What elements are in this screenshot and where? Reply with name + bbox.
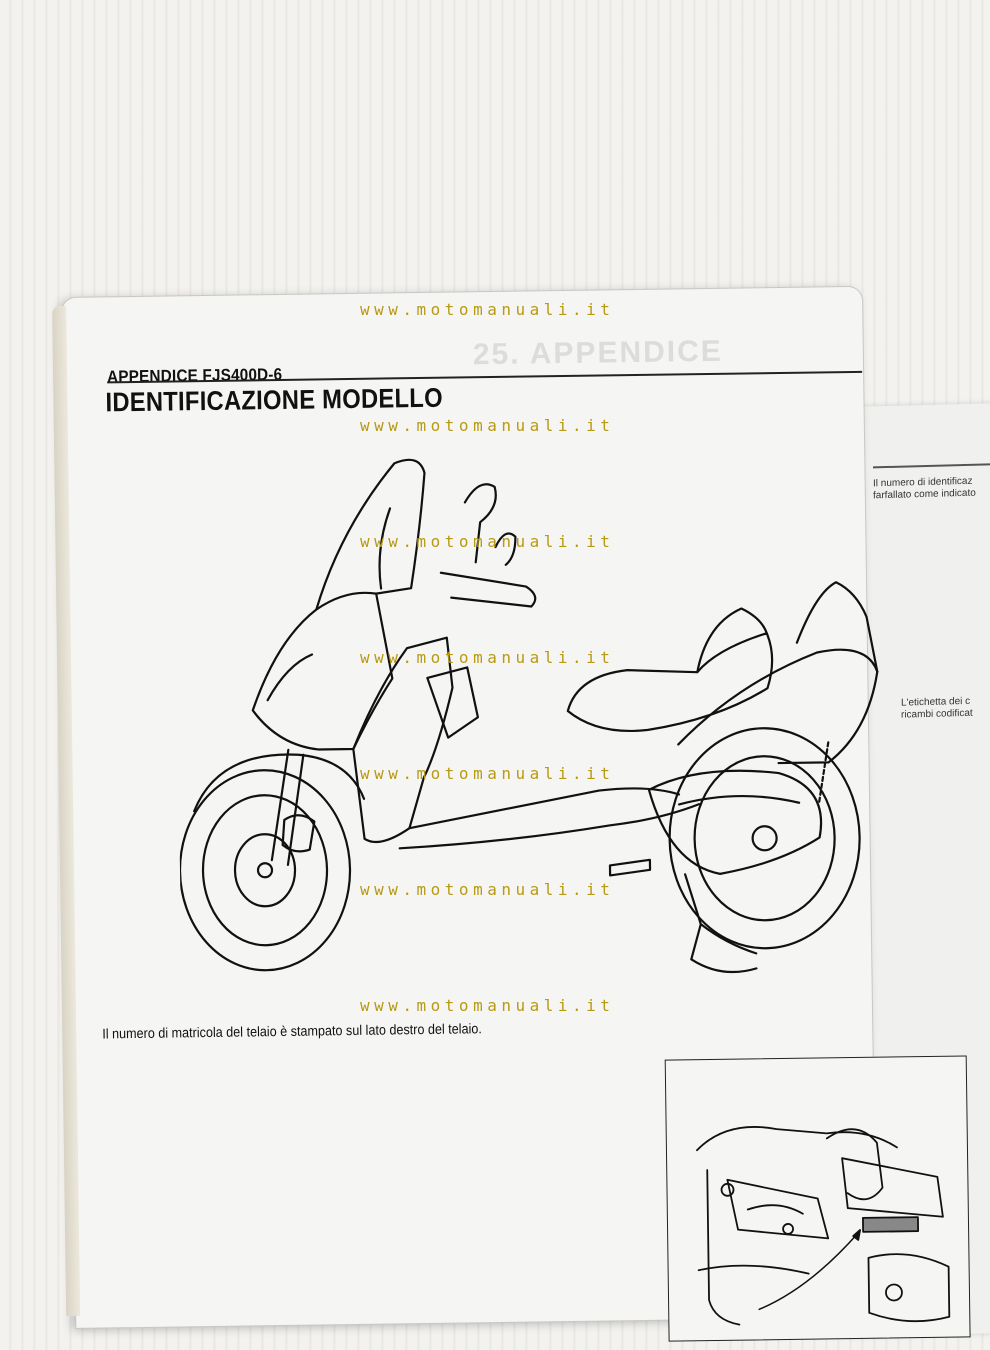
- watermark-7: www.motomanuali.it: [360, 996, 615, 1015]
- appendix-label: APPENDICE FJS400D-6: [106, 364, 283, 387]
- watermark-1: www.motomanuali.it: [360, 300, 615, 319]
- background-board: [0, 0, 990, 330]
- frame-detail-icon: [696, 1126, 951, 1326]
- manual-page: 25. APPENDICE APPENDICE FJS400D-6 IDENTI…: [62, 286, 971, 1342]
- watermark-2: www.motomanuali.it: [360, 416, 615, 435]
- watermark-3: www.motomanuali.it: [360, 532, 615, 551]
- bleed-through-heading: 25. APPENDICE: [472, 334, 724, 372]
- watermark-6: www.motomanuali.it: [360, 880, 615, 899]
- scooter-illustration-icon: [178, 458, 879, 974]
- frame-number-caption: Il numero di matricola del telaio è stam…: [102, 1020, 482, 1042]
- watermark-5: www.motomanuali.it: [360, 764, 615, 783]
- section-title: IDENTIFICAZIONE MODELLO: [105, 382, 444, 418]
- right-text-4: ricambi codificat: [901, 707, 973, 721]
- watermark-4: www.motomanuali.it: [360, 648, 615, 667]
- frame-number-detail: [664, 1055, 971, 1342]
